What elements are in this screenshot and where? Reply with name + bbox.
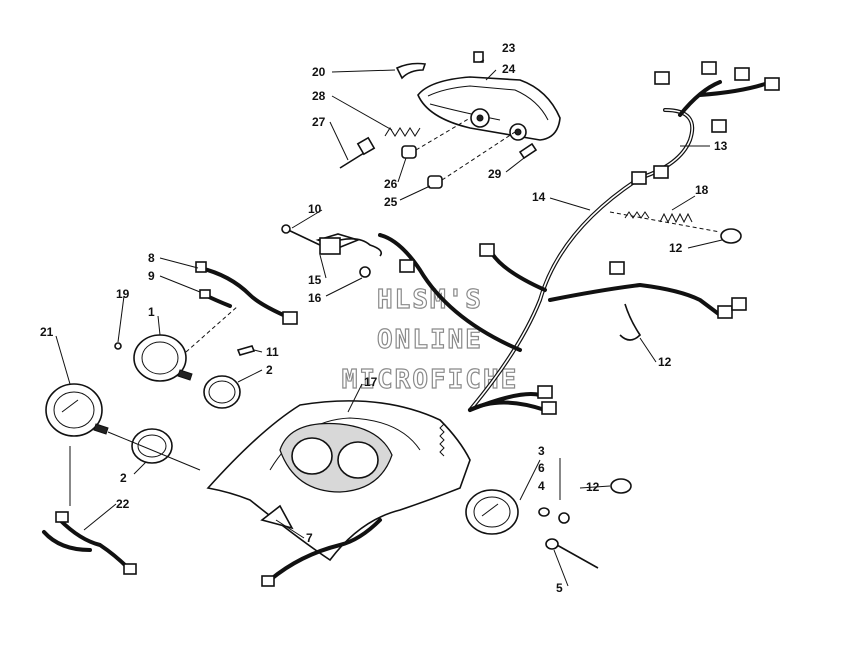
part-17-dash-panel: [206, 400, 471, 562]
callout-12c: 12: [586, 480, 600, 494]
callout-16: 16: [308, 291, 322, 305]
gauge-21-speedometer: [45, 383, 109, 437]
callout-1: 1: [148, 305, 155, 319]
watermark-line-1: HLSM'S: [377, 285, 483, 315]
callout-12b: 12: [658, 355, 672, 369]
part-29-bulb: [518, 142, 538, 160]
part-12-cable-tie-a: [720, 228, 742, 244]
callout-13: 13: [714, 139, 728, 153]
part-25-socket: [427, 175, 443, 189]
gauge-1-tachometer: [114, 261, 298, 382]
callout-12a: 12: [669, 241, 683, 255]
callout-labels: 20 23 24 28 27 26 25 29 13 14 18 12 10 1…: [40, 41, 728, 595]
gauge-3-fuel-gauge: [465, 459, 541, 535]
part-15-regulator: [319, 237, 341, 255]
callout-15: 15: [308, 273, 322, 287]
callout-6: 6: [538, 461, 545, 475]
part-12-cable-tie-c: [610, 478, 632, 494]
callout-22: 22: [116, 497, 130, 511]
callout-20: 20: [312, 65, 326, 79]
callout-25: 25: [384, 195, 398, 209]
callout-29: 29: [488, 167, 502, 181]
leader-lines: [55, 59, 723, 587]
callout-23: 23: [502, 41, 516, 55]
callout-14: 14: [532, 190, 546, 204]
part-12-cable-tie-b: [619, 303, 642, 341]
callout-5: 5: [556, 581, 563, 595]
callout-7: 7: [306, 531, 313, 545]
callout-8: 8: [148, 251, 155, 265]
part-18-spring: [624, 211, 693, 224]
callout-9: 9: [148, 269, 155, 283]
callout-28: 28: [312, 89, 326, 103]
taillight-assembly: [339, 51, 561, 189]
callout-21: 21: [40, 325, 54, 339]
callout-27: 27: [312, 115, 326, 129]
callout-11: 11: [266, 345, 279, 359]
callout-26: 26: [384, 177, 398, 191]
watermark: HLSM'S ONLINE MICROFICHE: [341, 284, 517, 395]
part-11-bulb: [236, 345, 256, 356]
callout-17: 17: [364, 375, 378, 389]
callout-24: 24: [502, 62, 516, 76]
part-22-gauge-harness: [42, 446, 137, 575]
callout-4: 4: [538, 479, 545, 493]
part-6-nut: [558, 512, 570, 524]
part-23-clip: [473, 51, 484, 63]
part-26-socket: [401, 145, 417, 159]
part-7-harness: [268, 518, 382, 582]
callout-18: 18: [695, 183, 709, 197]
callout-2a: 2: [266, 363, 273, 377]
callout-2b: 2: [120, 471, 127, 485]
regulator-group: [281, 224, 383, 278]
callout-10: 10: [308, 202, 322, 216]
part-4-washer: [538, 507, 550, 517]
part-20-lens-strip: [395, 62, 427, 80]
wiring-harness: [378, 61, 780, 415]
callout-3: 3: [538, 444, 545, 458]
part-16-nut: [359, 266, 371, 278]
callout-19: 19: [116, 287, 130, 301]
watermark-line-2: ONLINE: [377, 325, 483, 355]
